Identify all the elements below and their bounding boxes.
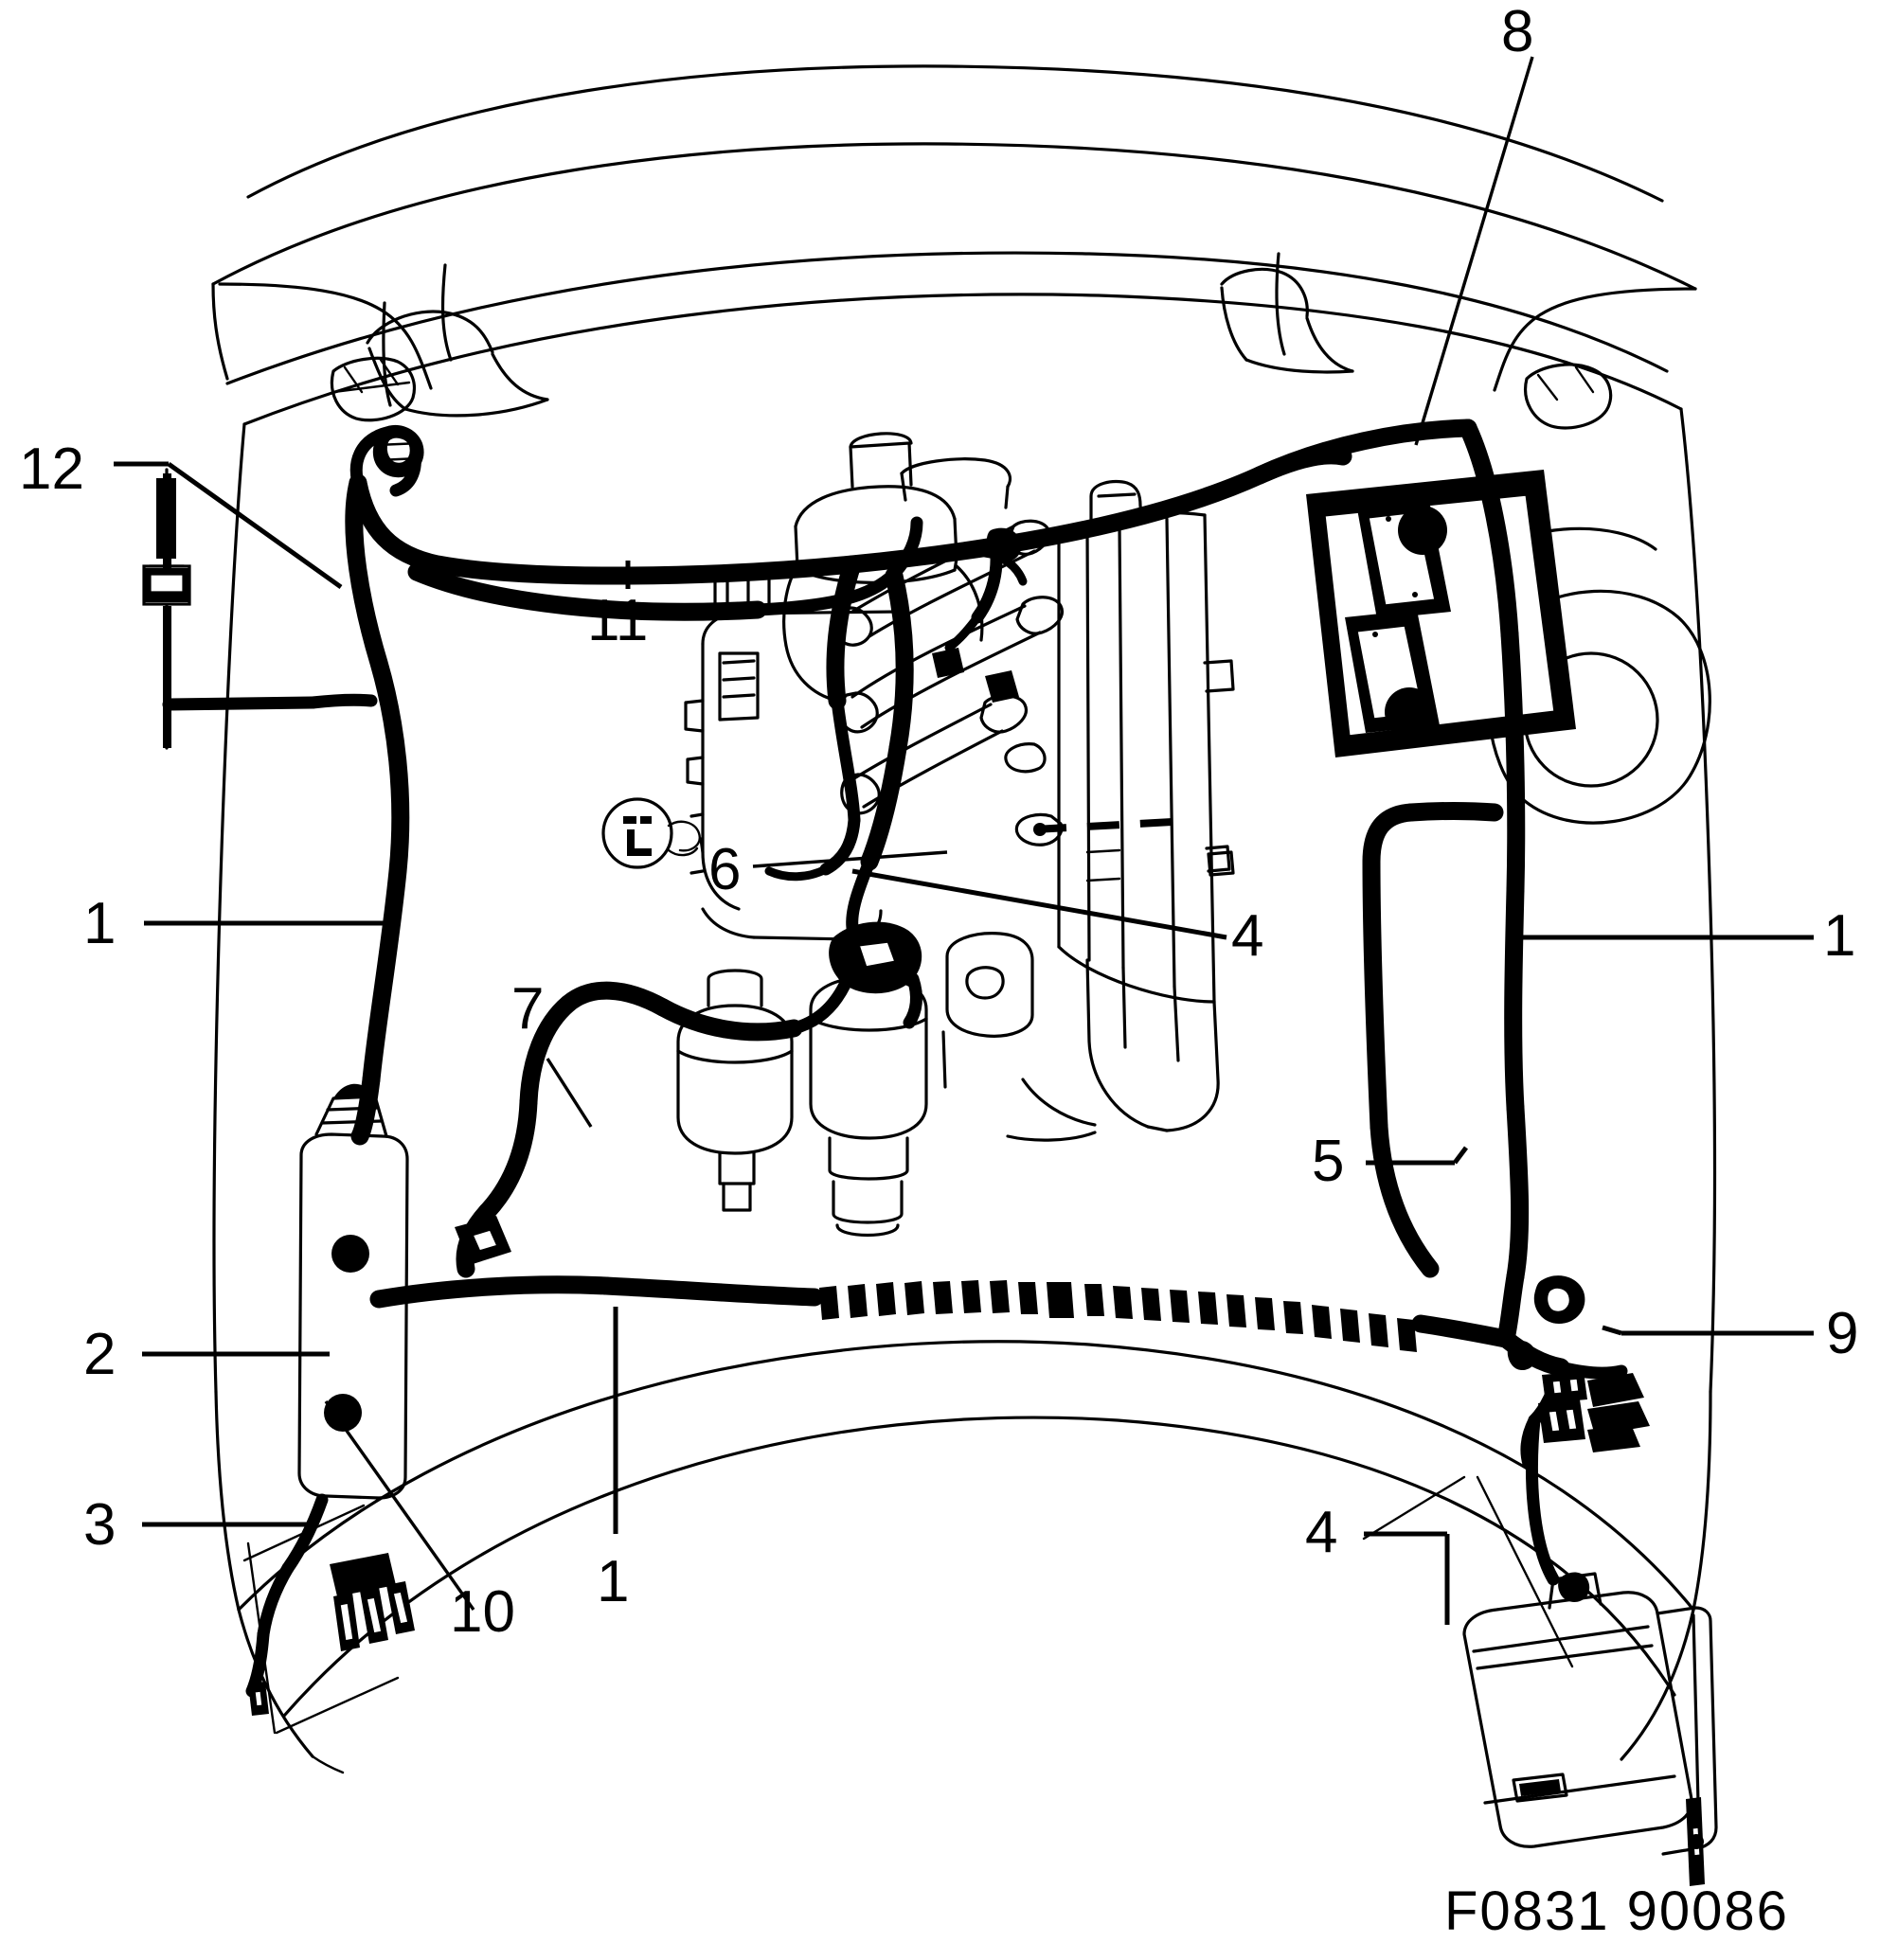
loom-retainer-comb — [1538, 1371, 1650, 1452]
callout-9[interactable]: 9 — [1826, 1301, 1859, 1366]
callout-5[interactable]: 5 — [1312, 1129, 1345, 1194]
callout-6[interactable]: 6 — [708, 837, 742, 902]
vehicle-body-outline — [211, 64, 1717, 1774]
inline-fuse-holder[interactable] — [142, 468, 191, 750]
callout-1-left[interactable]: 1 — [83, 891, 116, 956]
figure-id-label: F0831 90086 — [1444, 1880, 1789, 1942]
callout-4-center[interactable]: 4 — [1231, 903, 1264, 969]
cowl-detail — [330, 252, 1613, 509]
callout-4-right[interactable]: 4 — [1305, 1500, 1338, 1565]
harness-clips-and-connectors — [142, 424, 1718, 1886]
engine-assembly — [601, 432, 1235, 1238]
callout-10[interactable]: 10 — [450, 1579, 515, 1645]
callout-1-bottom[interactable]: 1 — [597, 1549, 630, 1614]
callout-7[interactable]: 7 — [511, 976, 545, 1042]
callout-2[interactable]: 2 — [83, 1322, 116, 1387]
callout-8[interactable]: 8 — [1501, 0, 1534, 64]
relay-fuse-box[interactable] — [1306, 470, 1576, 757]
callout-leader-lines — [114, 56, 1814, 1625]
callout-1-right[interactable]: 1 — [1823, 903, 1856, 969]
left-lower-connector-group — [245, 1493, 415, 1716]
front-conduit-segments — [819, 1280, 1417, 1352]
callout-11[interactable]: 11 — [587, 588, 649, 653]
callout-3[interactable]: 3 — [83, 1492, 116, 1558]
wiring-harness — [162, 419, 1628, 1470]
left-control-module[interactable] — [297, 1083, 409, 1500]
right-harness-clip — [1533, 1275, 1585, 1324]
right-control-module[interactable] — [1462, 1414, 1718, 1886]
callout-12[interactable]: 12 — [19, 437, 84, 502]
